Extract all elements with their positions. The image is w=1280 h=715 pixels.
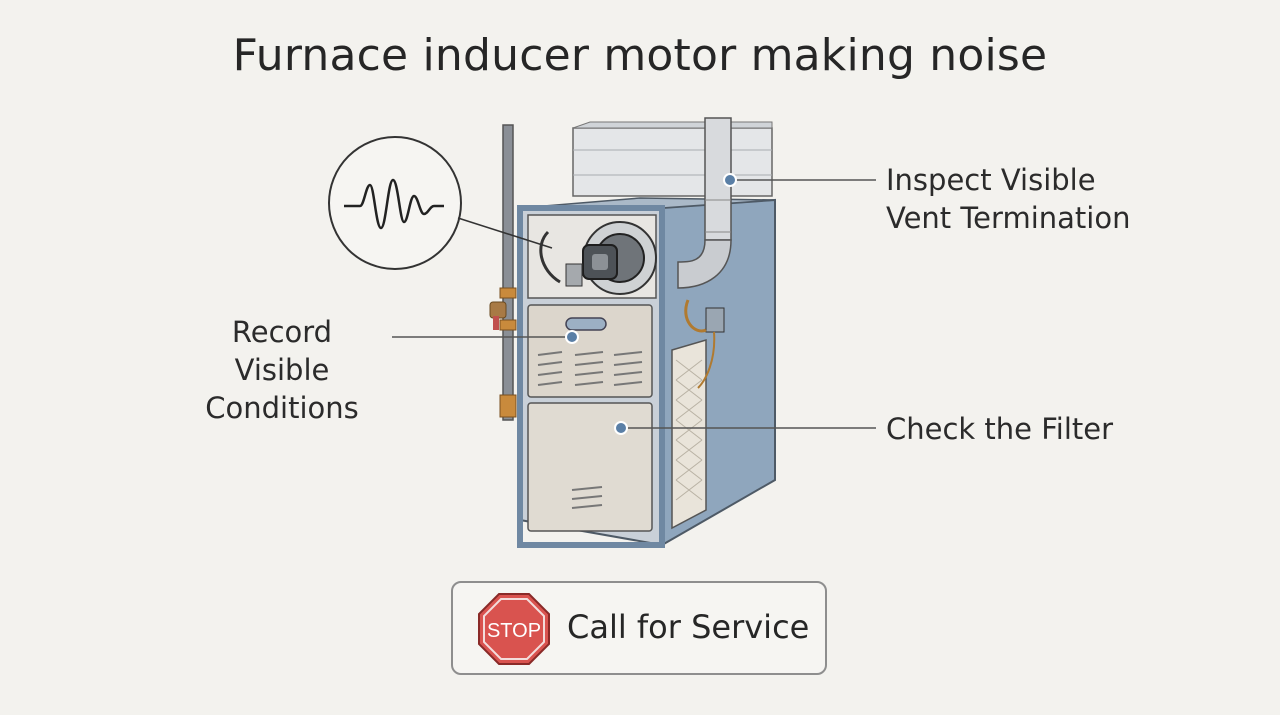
call-for-service-button[interactable]: STOP Call for Service [451,581,827,675]
inducer-motor [527,214,657,299]
filter [671,338,707,530]
callout-filter [614,421,876,435]
stop-sign-icon: STOP [478,593,550,665]
callout-record [392,330,579,344]
inspect-vent-label: Inspect Visible Vent Termination [886,161,1130,237]
burner-panel [527,304,653,398]
noise-waveform-icon [328,136,553,270]
check-filter-label: Check the Filter [886,412,1114,446]
inspect-vent-line1: Inspect Visible [886,163,1096,197]
record-conditions-label: Record Visible Conditions [180,313,384,427]
blower-door [527,402,653,532]
record-conditions-line2: Conditions [205,391,359,425]
callout-vent [723,173,876,187]
gas-pipe [489,124,517,421]
inspect-vent-line2: Vent Termination [886,201,1131,235]
record-conditions-line1: Record Visible [231,315,333,387]
call-for-service-label: Call for Service [567,608,810,646]
stop-sign-text: STOP [487,620,541,642]
plenum [572,121,773,197]
side-wiring [684,299,725,389]
page-title: Furnace inducer motor making noise [232,30,1048,81]
